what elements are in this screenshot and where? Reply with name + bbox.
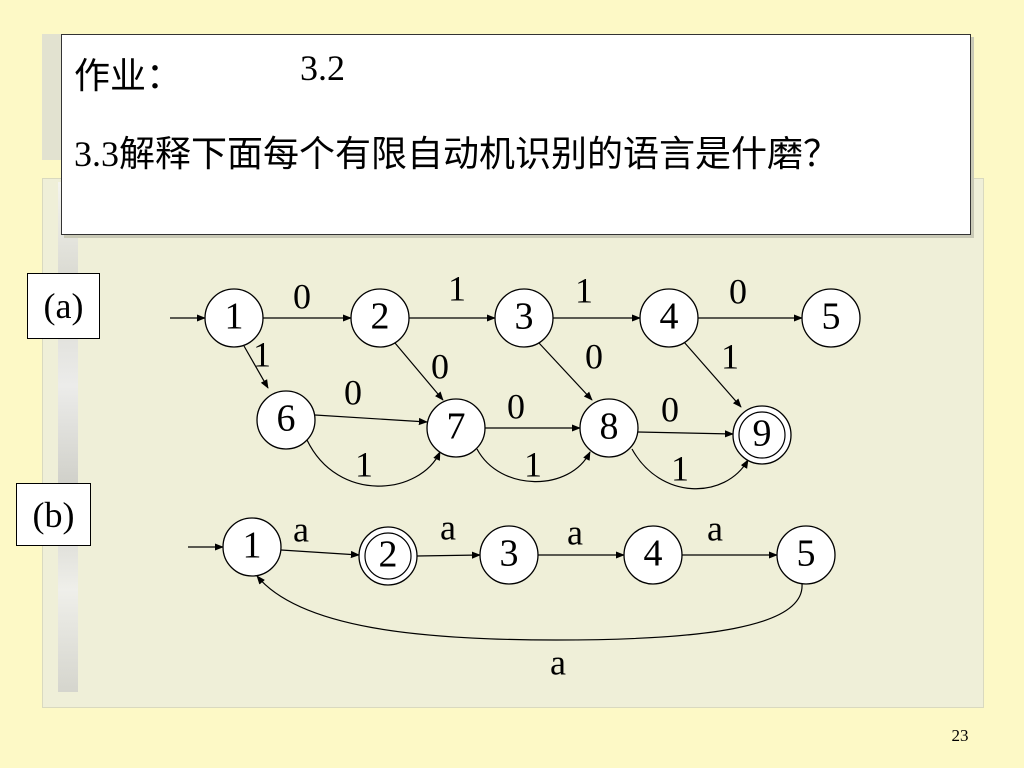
automaton_a-state-label: 4	[660, 296, 679, 338]
automaton_a-state-6	[256, 390, 316, 450]
automaton_a-edge-label: 0	[661, 389, 679, 429]
automaton_a-state-label: 8	[600, 406, 619, 448]
automaton_a-edge-label: 1	[448, 268, 466, 308]
title-box: 作业： 3.2 3.3解释下面每个有限自动机识别的语言是什磨？	[61, 34, 971, 235]
automaton_b-state-label: 1	[243, 525, 262, 567]
automaton_a-edge-label: 0	[507, 386, 525, 426]
automaton_a-edge-label: 0	[729, 271, 747, 311]
automaton_a-edge-label: 0	[293, 276, 311, 316]
automaton_a-edge-8-9	[637, 430, 734, 438]
automaton_b-state-4	[623, 525, 683, 585]
automaton_a-edge-6-7	[314, 414, 428, 426]
automaton_b-state-label: 3	[500, 533, 519, 575]
label-a: (a)	[27, 273, 100, 339]
automaton_b-edge-label: a	[293, 509, 309, 549]
automaton_a-edge-label: 0	[585, 336, 603, 376]
automaton_b-state-5	[776, 525, 836, 585]
automaton_b-state-label: 2	[379, 534, 398, 576]
automaton_a-state-3	[494, 288, 554, 348]
automaton_a-edge-label: 1	[671, 448, 689, 488]
automaton_b-state-2	[358, 526, 418, 586]
automaton_a-state-5	[801, 288, 861, 348]
automaton_b-edge-1-2	[280, 549, 360, 559]
automaton_a-state-label: 5	[822, 296, 841, 338]
automaton_a-edge-label: 0	[431, 346, 449, 386]
automaton_a-state-4	[639, 288, 699, 348]
automaton_b-edge-label: a	[440, 507, 456, 547]
automaton_b-edge-2-3	[416, 551, 481, 559]
title-number: 3.2	[300, 48, 345, 88]
automaton_a-edge-1-6	[243, 345, 269, 389]
automaton_a-state-label: 7	[447, 406, 466, 448]
automaton_a-state-label: 2	[371, 296, 390, 338]
automaton_a-edge-label: 1	[524, 444, 542, 484]
automaton_a-state-label: 3	[515, 296, 534, 338]
automaton_a-edge-label: 1	[355, 444, 373, 484]
automaton_a-state-label: 9	[753, 413, 772, 455]
automaton_a-state-7	[426, 398, 486, 458]
automaton_b-edge-label: a	[707, 508, 723, 548]
automaton_a-edge-label: 0	[344, 372, 362, 412]
title-question: 3.3解释下面每个有限自动机识别的语言是什磨？	[74, 134, 840, 174]
automaton_a-edge-8-9	[631, 448, 749, 490]
automaton_a-state-1	[204, 288, 264, 348]
automaton_a-edge-label: 1	[575, 270, 593, 310]
automaton_b-state-label: 4	[644, 533, 663, 575]
automaton_a-edge-label: 1	[721, 336, 739, 376]
automaton_b-state-1	[222, 517, 282, 577]
automaton_a-edge-7-8	[476, 448, 591, 483]
automaton_a-state-label: 1	[225, 296, 244, 338]
title-prefix: 作业：	[74, 56, 183, 96]
automaton_a-state-8	[579, 398, 639, 458]
automaton_a-accepting-ring-9	[738, 411, 786, 459]
automaton_b-edge-label: a	[550, 642, 566, 682]
title-line-1: 作业： 3.2	[74, 47, 345, 99]
automaton_a-edge-2-7	[394, 342, 444, 401]
automaton_b-state-3	[479, 525, 539, 585]
page-number: 23	[951, 726, 969, 745]
label-b: (b)	[16, 483, 91, 546]
decorative-strip	[42, 34, 64, 160]
automaton_b-accepting-ring-2	[364, 532, 412, 580]
automaton_a-state-label: 6	[277, 398, 296, 440]
automaton_b-edge-label: a	[567, 512, 583, 552]
automaton_a-edge-3-8	[538, 342, 593, 401]
automaton_a-edge-6-7	[306, 439, 441, 487]
automaton_a-state-9	[732, 405, 792, 465]
content-panel	[42, 178, 984, 708]
automaton_a-edge-label: 1	[253, 334, 271, 374]
automaton_b-state-label: 5	[797, 533, 816, 575]
automaton_b-edge-5-1	[256, 575, 803, 641]
automaton_a-edge-4-9	[683, 341, 742, 408]
automaton_a-state-2	[350, 288, 410, 348]
